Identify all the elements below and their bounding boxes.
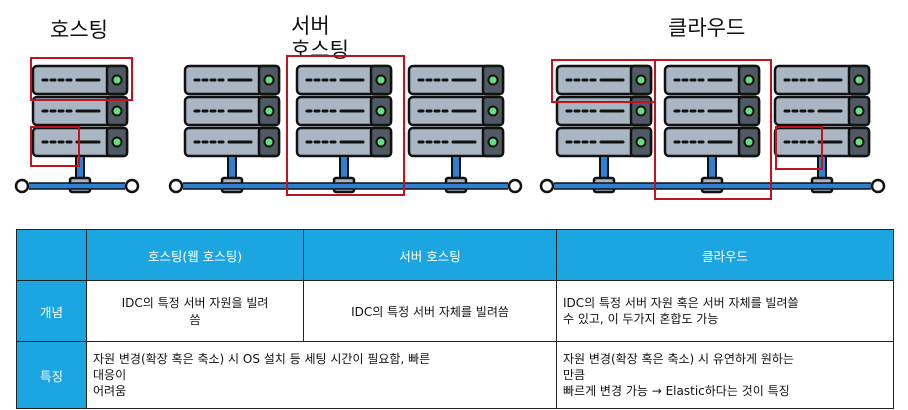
concept-cloud-cell: IDC의 특정 서버 자원 혹은 서버 자체를 빌려쓸 수 있고, 이 두가지 … <box>556 280 894 342</box>
highlight-box <box>30 126 80 167</box>
highlight-box <box>654 59 772 200</box>
server-unit-icon <box>773 95 871 127</box>
feature-cloud-cell: 자원 변경(확장 혹은 축소) 시 유연하게 원하는 만큼 빠르게 변경 가능 … <box>556 341 894 409</box>
row-label-feature: 특징 <box>16 341 87 409</box>
server-unit-icon <box>555 64 653 96</box>
table-row-concept: 개념 IDC의 특정 서버 자원을 빌려 씀 IDC의 특정 서버 자체를 빌려… <box>16 280 894 342</box>
row-label-concept: 개념 <box>16 280 87 342</box>
concept-hosting-cell: IDC의 특정 서버 자원을 빌려 씀 <box>86 280 304 342</box>
server-unit-icon <box>295 95 393 127</box>
header-cloud: 클라우드 <box>556 229 894 281</box>
highlight-box <box>286 55 405 196</box>
server-unit-icon <box>31 64 129 96</box>
concept-server-hosting-cell: IDC의 특정 서버 자체를 빌려씀 <box>303 280 557 342</box>
network-bus-icon <box>539 155 886 194</box>
network-bus-icon <box>168 155 523 194</box>
server-unit-icon <box>663 64 761 96</box>
network-bus-icon <box>14 155 140 194</box>
table-row-feature: 특징 자원 변경(확장 혹은 축소) 시 OS 설치 등 세팅 시간이 필요함,… <box>16 341 894 409</box>
server-unit-icon <box>183 95 281 127</box>
server-unit-icon <box>663 126 761 158</box>
server-unit-icon <box>407 126 505 158</box>
comparison-table: 호스팅(웹 호스팅) 서버 호스팅 클라우드 개념 IDC의 특정 서버 자원을… <box>16 229 894 409</box>
header-corner <box>16 229 87 281</box>
header-server-hosting: 서버 호스팅 <box>303 229 557 281</box>
server-unit-icon <box>663 95 761 127</box>
server-unit-icon <box>183 64 281 96</box>
feature-hosting-server-cell: 자원 변경(확장 혹은 축소) 시 OS 설치 등 세팅 시간이 필요함, 빠른… <box>86 341 557 409</box>
table-header-row: 호스팅(웹 호스팅) 서버 호스팅 클라우드 <box>16 229 894 281</box>
hosting-title: 호스팅 <box>50 18 108 42</box>
highlight-box <box>30 57 133 101</box>
server-unit-icon <box>407 95 505 127</box>
cloud-title: 클라우드 <box>668 16 746 40</box>
server-hosting-title: 서버 호스팅 <box>291 14 349 62</box>
server-unit-icon <box>555 126 653 158</box>
server-unit-icon <box>295 126 393 158</box>
hosting-diagram <box>14 55 886 200</box>
server-unit-icon <box>555 95 653 127</box>
server-unit-icon <box>407 64 505 96</box>
server-unit-icon <box>183 126 281 158</box>
server-unit-icon <box>773 64 871 96</box>
highlight-box <box>775 126 823 170</box>
server-unit-icon <box>295 64 393 96</box>
header-hosting: 호스팅(웹 호스팅) <box>86 229 304 281</box>
server-unit-icon <box>31 95 129 127</box>
